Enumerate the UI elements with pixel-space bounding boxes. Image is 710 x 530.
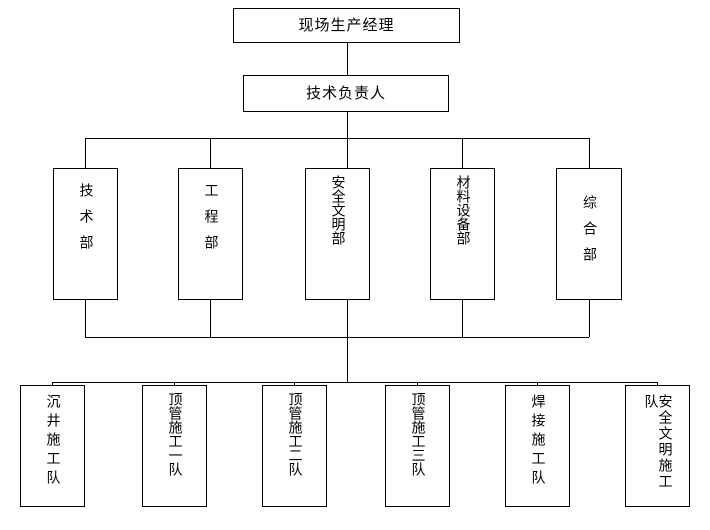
node-label: 现场生产经理 (298, 16, 395, 34)
node-label: 顶管施工三队 (409, 392, 426, 476)
connector-materials-dept-to-bus (462, 300, 463, 337)
connector-bus-to-materials-dept (462, 138, 463, 168)
node-label: 沉井施工队 (44, 394, 61, 489)
node-pipe-jacking-team-1: 顶管施工一队 (142, 385, 207, 507)
connector-general-dept-to-bus (589, 300, 590, 337)
connector-bus-to-engineering-dept (210, 138, 211, 168)
node-welding-team: 焊接施工队 (505, 385, 570, 507)
node-label: 技术负责人 (305, 84, 386, 102)
node-general-affairs-dept: 综合部 (556, 168, 622, 300)
connector-bus-to-technical-dept (85, 138, 86, 168)
node-label: 顶管施工一队 (166, 392, 183, 476)
node-safety-civility-dept: 安全文明部 (305, 168, 370, 300)
connector-technical-dept-to-bus (85, 300, 86, 337)
node-materials-equipment-dept: 材料设备部 (430, 168, 495, 300)
node-technical-director: 技术负责人 (243, 75, 449, 112)
connector-bus-to-general-dept (589, 138, 590, 168)
node-label: 顶管施工二队 (286, 392, 303, 476)
node-label: 综合部 (581, 195, 597, 273)
node-label: 安全文明施工队 (642, 394, 673, 490)
node-technical-dept: 技术部 (53, 168, 118, 300)
node-label: 焊接施工队 (529, 394, 546, 489)
node-pipe-jacking-team-2: 顶管施工二队 (262, 385, 327, 507)
node-caisson-team: 沉井施工队 (20, 385, 85, 507)
node-safety-civility-team: 安全文明施工队 (625, 385, 690, 507)
node-pipe-jacking-team-3: 顶管施工三队 (385, 385, 450, 507)
connector-convergence-to-team-bus (347, 337, 348, 382)
node-label: 工程部 (202, 183, 219, 261)
connector-bus-to-safety-dept (347, 138, 348, 168)
node-site-production-manager: 现场生产经理 (233, 8, 460, 43)
connector-safety-dept-to-bus (347, 300, 348, 337)
connector-team-bus (52, 382, 657, 383)
node-engineering-dept: 工程部 (178, 168, 243, 300)
node-label: 技术部 (77, 183, 94, 261)
connector-engineering-dept-to-bus (210, 300, 211, 337)
connector-manager-to-director (347, 43, 348, 75)
connector-department-bus (85, 138, 589, 139)
node-label: 安全文明部 (329, 175, 346, 245)
node-label: 材料设备部 (454, 175, 471, 245)
connector-director-to-bus (347, 112, 348, 138)
connector-department-convergence-bus (85, 337, 589, 338)
